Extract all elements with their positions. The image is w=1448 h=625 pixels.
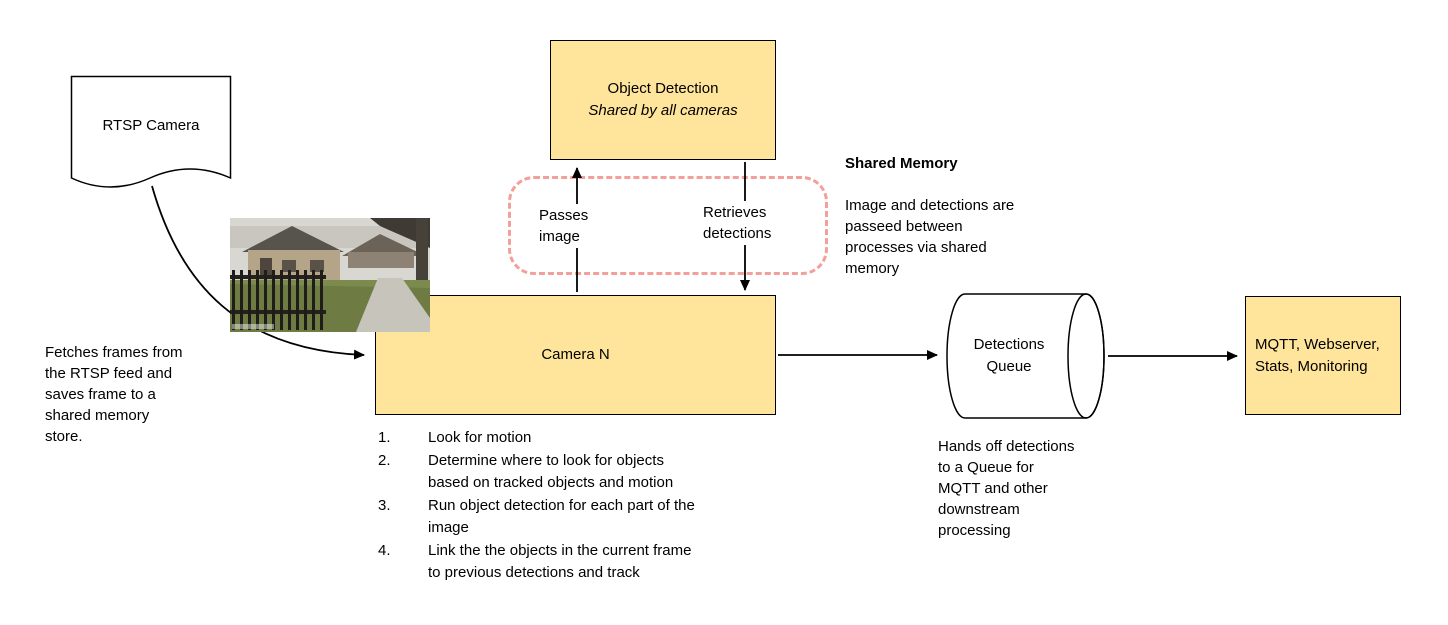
- object-detection-subtitle: Shared by all cameras: [588, 102, 738, 119]
- camera-n-label: Camera N: [541, 346, 610, 363]
- passes-image-edge-label: Passes image: [536, 204, 592, 248]
- object-detection-node: Object Detection Shared by all cameras: [550, 40, 776, 160]
- shared-memory-note: Shared Memory Image and detections are p…: [845, 132, 1060, 300]
- camera-step-3: 3. Run object detection for each part of…: [378, 495, 738, 540]
- fetch-frames-note: Fetches frames from the RTSP feed and sa…: [45, 344, 183, 445]
- detections-queue-node: Detections Queue: [945, 292, 1107, 420]
- rtsp-camera-node: RTSP Camera: [70, 75, 232, 200]
- queue-cylinder-shape: [946, 293, 1105, 419]
- outputs-label: MQTT, Webserver, Stats, Monitoring: [1255, 335, 1380, 375]
- camera-n-node: Camera N: [375, 295, 776, 415]
- step-text: Look for motion: [428, 429, 532, 446]
- step-number: 3.: [378, 496, 391, 514]
- snapshot-scene: [230, 218, 430, 332]
- camera-step-4: 4. Link the the objects in the current f…: [378, 540, 738, 585]
- shared-memory-note-title: Shared Memory: [845, 155, 958, 172]
- step-text: Link the the objects in the current fram…: [428, 541, 692, 582]
- queue-handoff-note: Hands off detections to a Queue for MQTT…: [938, 438, 1075, 539]
- step-text: Run object detection for each part of th…: [428, 496, 695, 537]
- retrieves-detections-edge-label: Retrieves detections: [700, 201, 775, 245]
- document-shape: [70, 75, 232, 188]
- rtsp-camera-label: RTSP Camera: [102, 117, 200, 134]
- shared-memory-dashed-region: [508, 176, 828, 275]
- step-number: 2.: [378, 451, 391, 469]
- step-number: 1.: [378, 429, 391, 446]
- outputs-node: MQTT, Webserver, Stats, Monitoring: [1245, 296, 1401, 415]
- camera-step-2: 2. Determine where to look for objects b…: [378, 450, 738, 495]
- step-number: 4.: [378, 541, 391, 559]
- step-text: Determine where to look for objects base…: [428, 451, 674, 492]
- camera-snapshot-image: [230, 218, 430, 332]
- detections-queue-label: Detections Queue: [973, 336, 1045, 375]
- camera-step-1: 1. Look for motion: [378, 427, 738, 450]
- camera-steps-list: 1. Look for motion 2. Determine where to…: [378, 427, 738, 585]
- shared-memory-note-body: Image and detections are passeed between…: [845, 197, 1015, 277]
- object-detection-title: Object Detection: [607, 80, 719, 97]
